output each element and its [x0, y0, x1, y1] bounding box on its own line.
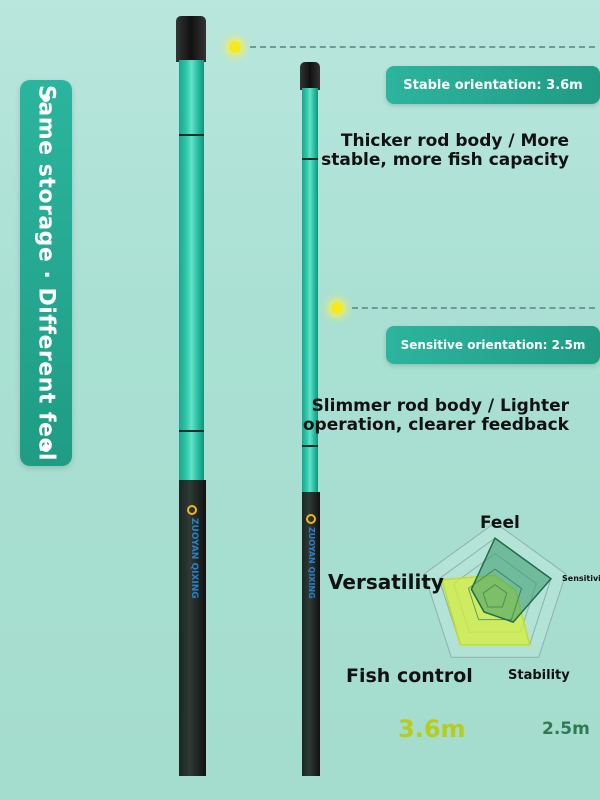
- side-banner: Same storage · Different feel: [20, 80, 72, 466]
- rod-teal-section: [302, 88, 318, 494]
- stable-orientation-badge: Stable orientation: 3.6m: [386, 66, 600, 104]
- dashed-guide-line: [352, 307, 595, 309]
- rod-cap: [176, 16, 206, 62]
- sensitive-description-line: Slimmer rod body / Lighter: [311, 396, 569, 416]
- rod-teal-section: [179, 60, 204, 482]
- highlight-sun-icon: [331, 302, 343, 314]
- radar-series-area: [470, 536, 553, 623]
- rod-joint-mark: [179, 430, 204, 432]
- radar-axis-label-fish-control: Fish control: [346, 665, 473, 687]
- rod-joint-mark: [302, 158, 318, 160]
- radar-inner-ring: [467, 568, 523, 621]
- sensitive-description-line: operation, clearer feedback: [302, 415, 569, 435]
- stable-description-line: Thicker rod body / More: [340, 131, 569, 151]
- rod-brand-text: ZUOYAN QIXING: [307, 527, 316, 599]
- length-label-short: 2.5m: [542, 719, 590, 739]
- highlight-sun-icon: [229, 41, 241, 53]
- radar-axis-label-stability: Stability: [508, 668, 570, 683]
- radar-series-area: [440, 574, 531, 646]
- rod-handle: [302, 492, 320, 776]
- bullet-dot-icon: [42, 444, 50, 452]
- brand-logo-icon: [187, 505, 197, 515]
- stable-description: Thicker rod body / More stable, more fis…: [300, 132, 569, 170]
- radar-grid-ring: [423, 521, 567, 658]
- radar-axis-label-versatility: Versatility: [328, 570, 444, 594]
- radar-axis-label-sensitivity: Sensitivity: [562, 574, 600, 583]
- rod-joint-mark: [179, 134, 204, 136]
- radar-inner-ring: [482, 583, 508, 608]
- brand-logo-icon: [306, 514, 316, 524]
- sensitive-description: Slimmer rod body / Lighter operation, cl…: [300, 397, 569, 435]
- bullet-dot-icon: [42, 94, 50, 102]
- radar-grid-ring: [482, 583, 508, 608]
- length-label-long: 3.6m: [398, 715, 466, 743]
- dashed-guide-line: [250, 46, 595, 48]
- rod-handle: [179, 480, 206, 776]
- radar-grid-ring: [467, 568, 523, 621]
- rod-joint-mark: [302, 445, 318, 447]
- radar-grid-ring: [438, 537, 552, 646]
- side-banner-text: Same storage · Different feel: [33, 85, 59, 461]
- rod-brand-text: ZUOYAN QIXING: [189, 518, 199, 599]
- rod-cap: [300, 62, 320, 90]
- radar-axis-label-feel: Feel: [480, 513, 520, 533]
- stable-description-line: stable, more fish capacity: [321, 150, 569, 170]
- radar-grid-ring: [453, 552, 537, 633]
- sensitive-orientation-badge: Sensitive orientation: 2.5m: [386, 326, 600, 364]
